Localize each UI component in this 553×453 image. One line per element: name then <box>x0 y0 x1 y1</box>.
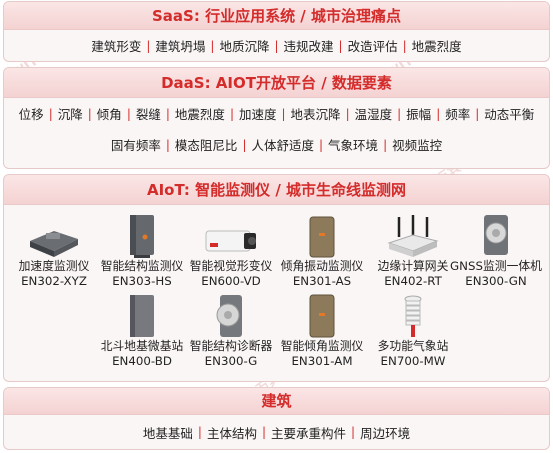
device-model: EN300-GN <box>465 274 527 288</box>
accelerometer-icon <box>0 211 113 259</box>
daas-item: 裂缝 <box>135 107 161 122</box>
device-name: 北斗地基微基站 <box>100 339 184 353</box>
saas-item: 地震烈度 <box>411 39 462 54</box>
daas-item: 振幅 <box>406 107 432 122</box>
daas-item: 地表沉降 <box>290 107 341 122</box>
building-panel: 建筑 地基基础| 主体结构| 主要承重构件| 周边环境 <box>3 387 550 450</box>
device-model: EN402-RT <box>384 274 442 288</box>
device-name: 智能结构监测仪 <box>100 259 184 273</box>
diagnoser-icon <box>172 291 290 339</box>
saas-item: 地质沉降 <box>219 39 270 54</box>
daas-item: 视频监控 <box>392 138 443 153</box>
device-model: EN300-G <box>204 354 258 368</box>
device-model: EN302-XYZ <box>21 274 87 288</box>
beidou-station-icon <box>83 291 201 339</box>
saas-items: 建筑形变| 建筑坍塌| 地质沉降| 违规改建| 改造评估| 地震烈度 <box>4 30 549 61</box>
daas-item: 温湿度 <box>354 107 393 122</box>
device-model: EN700-MW <box>380 354 446 368</box>
device-name: GNSS监测一体机 <box>450 259 542 273</box>
daas-item: 位移 <box>18 107 44 122</box>
device-card: 边缘计算网关 EN402-RT <box>354 211 472 289</box>
gnss-icon <box>437 211 553 259</box>
building-item: 地基基础 <box>142 425 193 441</box>
device-model: EN301-AS <box>292 274 352 288</box>
device-name: 加速度监测仪 <box>18 259 90 273</box>
building-items: 地基基础| 主体结构| 主要承重构件| 周边环境 <box>4 415 549 449</box>
gateway-icon <box>354 211 472 259</box>
device-name: 倾角振动监测仪 <box>280 259 364 273</box>
daas-row-2: 固有频率| 模态阻尼比| 人体舒适度| 气象环境| 视频监控 <box>4 129 549 160</box>
daas-item: 频率 <box>445 107 471 122</box>
building-item: 主要承重构件 <box>271 425 347 441</box>
daas-item: 固有频率 <box>110 138 161 153</box>
device-model: EN600-VD <box>201 274 261 288</box>
aiot-panel: AIoT: 智能监测仪 / 城市生命线监测网 加速度监测仪 EN302-XYZ … <box>3 174 550 382</box>
aiot-title: AIoT: 智能监测仪 / 城市生命线监测网 <box>4 175 549 205</box>
building-item: 主体结构 <box>206 425 257 441</box>
device-card: GNSS监测一体机 EN300-GN <box>437 211 553 289</box>
daas-item: 模态阻尼比 <box>174 138 238 153</box>
device-card: 倾角振动监测仪 EN301-AS <box>263 211 381 289</box>
building-title: 建筑 <box>4 388 549 415</box>
device-name: 智能视觉形变仪 <box>189 259 273 273</box>
device-model: EN301-AM <box>291 354 353 368</box>
tilt-monitor-icon <box>263 291 381 339</box>
device-model: EN400-BD <box>112 354 172 368</box>
saas-title: SaaS: 行业应用系统 / 城市治理痛点 <box>4 2 549 30</box>
device-name: 智能结构诊断器 <box>189 339 273 353</box>
building-item: 周边环境 <box>360 425 411 441</box>
saas-item: 建筑形变 <box>91 39 142 54</box>
device-card: 北斗地基微基站 EN400-BD <box>83 291 201 369</box>
daas-item: 加速度 <box>238 107 277 122</box>
daas-row-1: 位移| 沉降| 倾角| 裂缝| 地震烈度| 加速度| 地表沉降| 温湿度| 振幅… <box>4 98 549 129</box>
daas-item: 动态平衡 <box>484 107 535 122</box>
saas-item: 改造评估 <box>347 39 398 54</box>
saas-item: 建筑坍塌 <box>155 39 206 54</box>
device-card: 智能视觉形变仪 EN600-VD <box>172 211 290 289</box>
camera-icon <box>172 211 290 259</box>
device-card: 智能倾角监测仪 EN301-AM <box>263 291 381 369</box>
device-card: 加速度监测仪 EN302-XYZ <box>0 211 113 289</box>
device-name: 多功能气象站 <box>377 339 449 353</box>
saas-item: 违规改建 <box>283 39 334 54</box>
device-name: 智能倾角监测仪 <box>280 339 364 353</box>
structure-monitor-icon <box>83 211 201 259</box>
daas-item: 气象环境 <box>328 138 379 153</box>
daas-item: 倾角 <box>96 107 122 122</box>
daas-panel: DaaS: AIOT开放平台 / 数据要素 位移| 沉降| 倾角| 裂缝| 地震… <box>3 67 550 169</box>
device-model: EN303-HS <box>112 274 172 288</box>
device-card: 多功能气象站 EN700-MW <box>354 291 472 369</box>
daas-item: 地震烈度 <box>174 107 225 122</box>
weather-station-icon <box>354 291 472 339</box>
device-name: 边缘计算网关 <box>377 259 449 273</box>
saas-panel: SaaS: 行业应用系统 / 城市治理痛点 建筑形变| 建筑坍塌| 地质沉降| … <box>3 1 550 62</box>
device-card: 智能结构监测仪 EN303-HS <box>83 211 201 289</box>
tilt-vibration-icon <box>263 211 381 259</box>
device-card: 智能结构诊断器 EN300-G <box>172 291 290 369</box>
daas-title: DaaS: AIOT开放平台 / 数据要素 <box>4 68 549 98</box>
daas-item: 沉降 <box>57 107 83 122</box>
daas-item: 人体舒适度 <box>251 138 314 153</box>
